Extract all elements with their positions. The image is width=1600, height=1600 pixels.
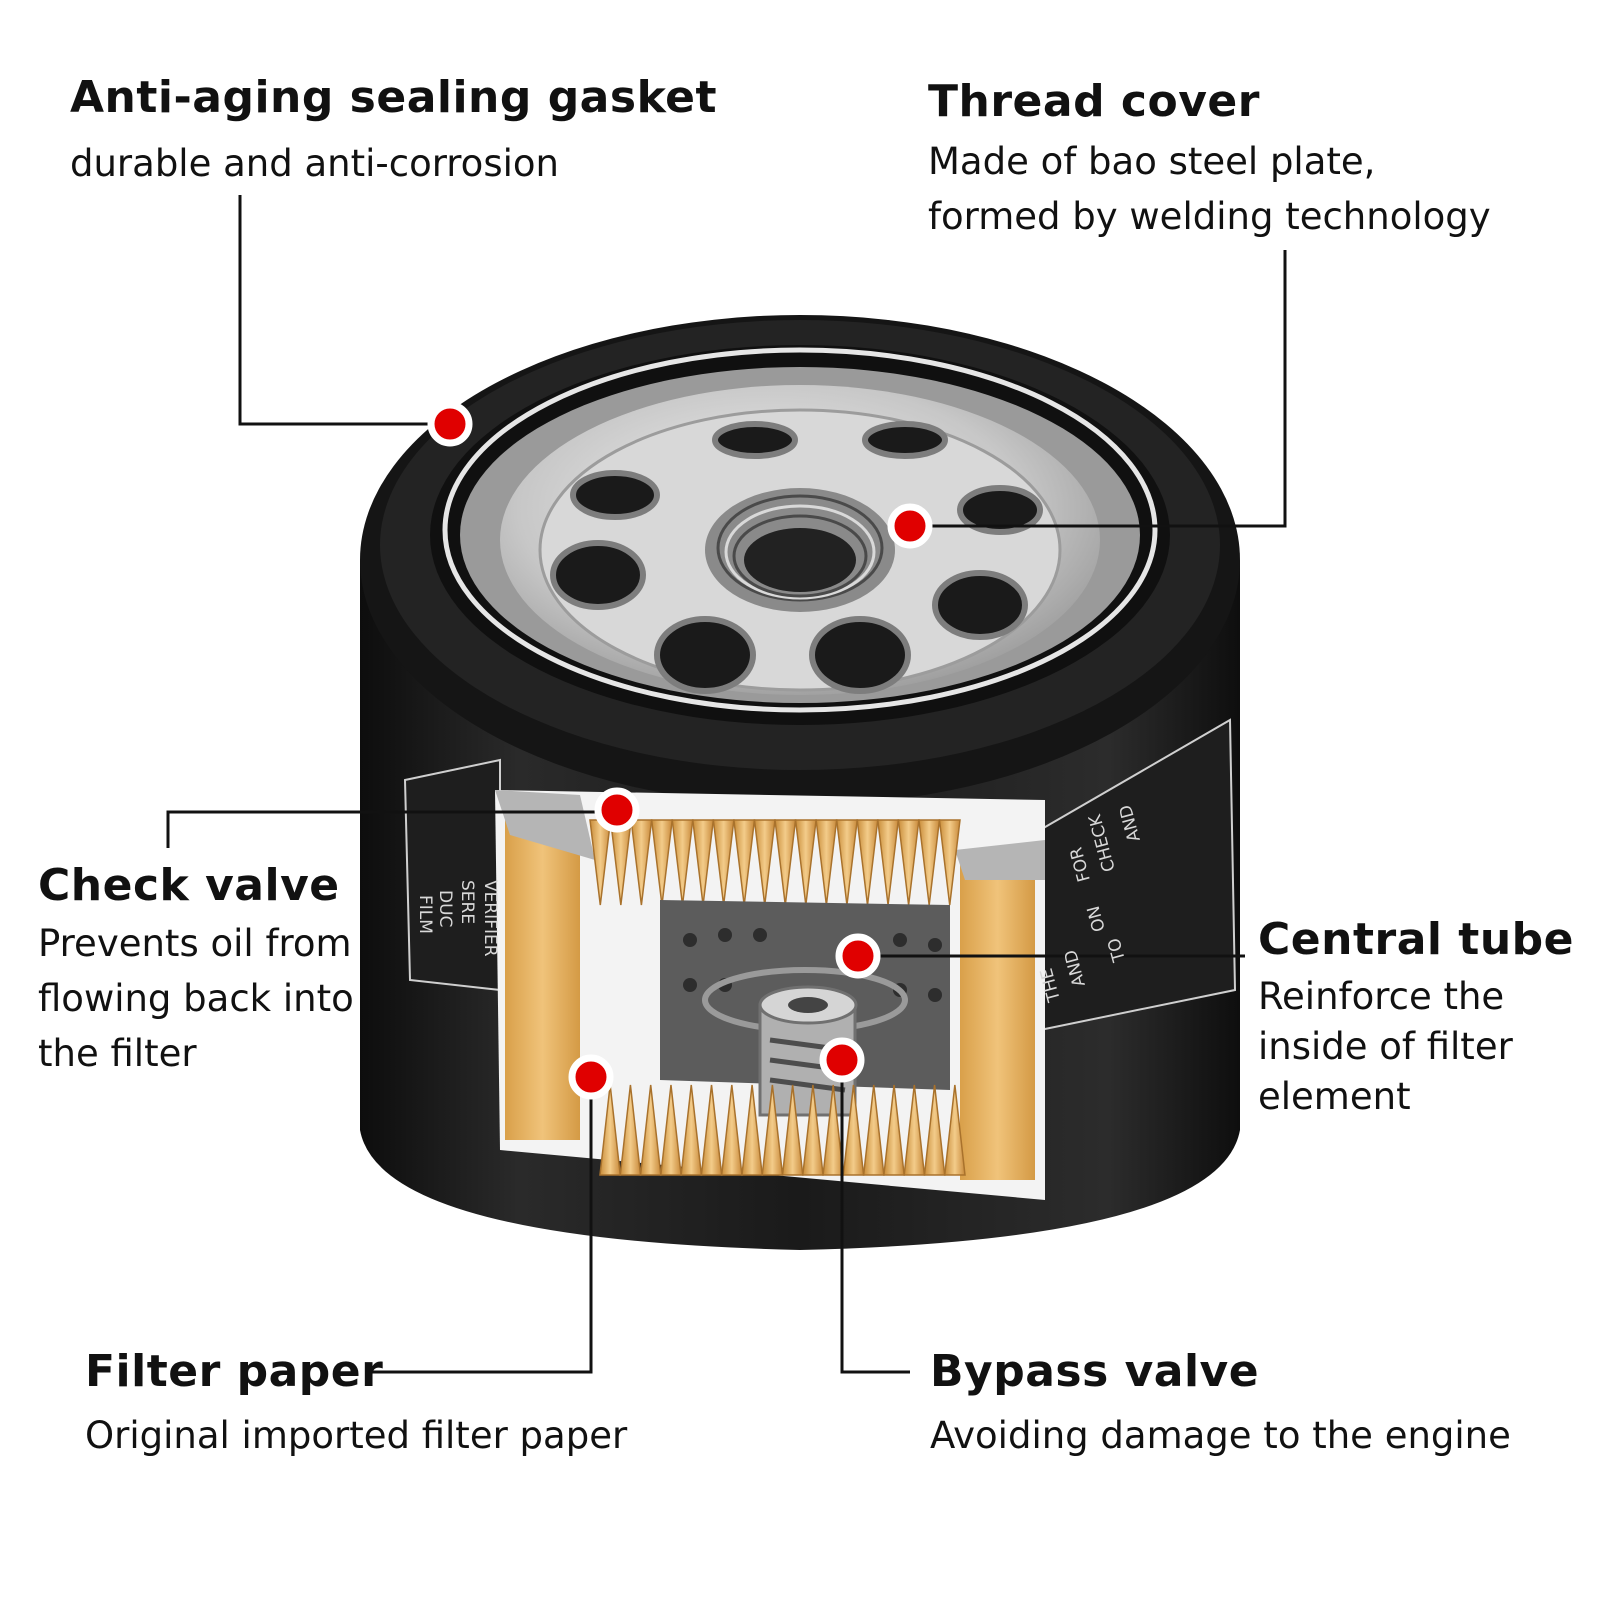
- pleat-fold: [856, 819, 879, 906]
- pleat-fold: [700, 1084, 723, 1176]
- description-line: Prevents oil from: [38, 922, 352, 965]
- leader-line-thread-cover: [910, 250, 1287, 528]
- marker-check-valve: [594, 787, 640, 833]
- pleat-fold: [761, 1084, 784, 1176]
- callout-sealing-gasket: Anti-aging sealing gasket durable and an…: [70, 72, 717, 191]
- pleat-fold: [671, 819, 694, 906]
- marker-bypass-valve: [819, 1037, 865, 1083]
- pleat-folds-top: [589, 819, 961, 906]
- callout-title: Central tube: [1258, 914, 1574, 965]
- callout-central-tube: Central tube Reinforce the inside of fil…: [1258, 914, 1574, 1122]
- description-line: Made of bao steel plate,: [928, 140, 1376, 183]
- description-line: Reinforce the: [1258, 975, 1505, 1018]
- pleat-fold: [619, 1084, 642, 1176]
- callout-description: durable and anti-corrosion: [70, 136, 717, 191]
- oil-holes: [550, 421, 1043, 694]
- pleat-fold: [691, 819, 715, 906]
- bypass-spring: [758, 985, 858, 1117]
- pleat-fold: [774, 819, 797, 906]
- pleat-fold: [876, 819, 900, 906]
- pleat-fold: [680, 1084, 703, 1176]
- callout-thread-cover: Thread cover Made of bao steel plate, fo…: [928, 76, 1491, 244]
- pleat-fold: [753, 819, 776, 906]
- pleat-folds-bottom: [599, 1084, 966, 1176]
- callout-bypass-valve: Bypass valve Avoiding damage to the engi…: [930, 1346, 1511, 1463]
- pleat-fold: [883, 1084, 906, 1176]
- leader-line-gasket: [238, 195, 450, 426]
- leader-line-bypass-valve: [840, 1060, 910, 1374]
- label-text-left-2: SERE: [457, 880, 477, 924]
- pleat-fold: [639, 1084, 662, 1176]
- marker-filter-paper: [568, 1054, 614, 1100]
- pleat-fold: [650, 819, 674, 906]
- callout-title: Filter paper: [85, 1346, 384, 1397]
- description-line: inside of filter: [1258, 1025, 1513, 1068]
- marker-thread-cover: [887, 503, 933, 549]
- marker-gasket: [427, 401, 473, 447]
- pleat-fold: [842, 1084, 865, 1176]
- pleat-fold: [794, 819, 817, 906]
- threaded-center: [705, 488, 895, 612]
- pleat-fold: [938, 819, 961, 906]
- callout-description: Original imported filter paper: [85, 1408, 627, 1463]
- callout-description: Avoiding damage to the engine: [930, 1408, 1511, 1463]
- pleat-fold: [659, 1084, 682, 1176]
- callout-check-valve: Check valve Prevents oil from flowing ba…: [38, 860, 354, 1081]
- description-line: durable and anti-corrosion: [70, 142, 559, 185]
- callout-description: Made of bao steel plate, formed by weldi…: [928, 134, 1491, 244]
- callout-description: Reinforce the inside of filter element: [1258, 972, 1574, 1122]
- marker-central-tube: [835, 933, 881, 979]
- pleat-fold: [862, 1084, 885, 1176]
- description-line: element: [1258, 1075, 1411, 1118]
- leader-line-check-valve: [166, 810, 617, 848]
- callout-title: Thread cover: [928, 76, 1260, 127]
- callout-title: Bypass valve: [930, 1346, 1260, 1397]
- pleat-fold: [801, 1084, 824, 1176]
- pleat-fold: [923, 1084, 946, 1176]
- pleat-fold: [741, 1084, 764, 1176]
- pleat-fold: [835, 819, 859, 906]
- pleat-fold: [781, 1084, 804, 1176]
- callout-title: Anti-aging sealing gasket: [70, 72, 718, 123]
- pleat-fold: [712, 819, 735, 906]
- label-text-left-3: DUC: [435, 890, 455, 927]
- label-text-left-1: VERIFIER: [480, 880, 500, 957]
- pleat-fold: [733, 819, 756, 906]
- pleat-fold: [918, 819, 941, 906]
- description-line: Avoiding damage to the engine: [930, 1414, 1511, 1457]
- pleat-fold: [903, 1084, 926, 1176]
- pleat-fold: [720, 1084, 743, 1176]
- label-text-left-4: FILM: [415, 895, 435, 934]
- pleat-fold: [599, 1084, 622, 1176]
- leader-line-filter-paper: [368, 1077, 593, 1374]
- pleat-fold: [897, 819, 920, 906]
- description-line: Original imported filter paper: [85, 1414, 628, 1457]
- callout-title: Check valve: [38, 860, 340, 911]
- description-line: formed by welding technology: [928, 195, 1491, 238]
- callout-filter-paper: Filter paper Original imported filter pa…: [85, 1346, 627, 1463]
- pleat-fold: [943, 1084, 966, 1176]
- description-line: flowing back into: [38, 977, 354, 1020]
- pleat-fold: [822, 1084, 845, 1176]
- description-line: the filter: [38, 1032, 197, 1075]
- pleat-fold: [630, 819, 653, 906]
- pleat-fold: [815, 819, 838, 906]
- callout-description: Prevents oil from flowing back into the …: [38, 916, 354, 1081]
